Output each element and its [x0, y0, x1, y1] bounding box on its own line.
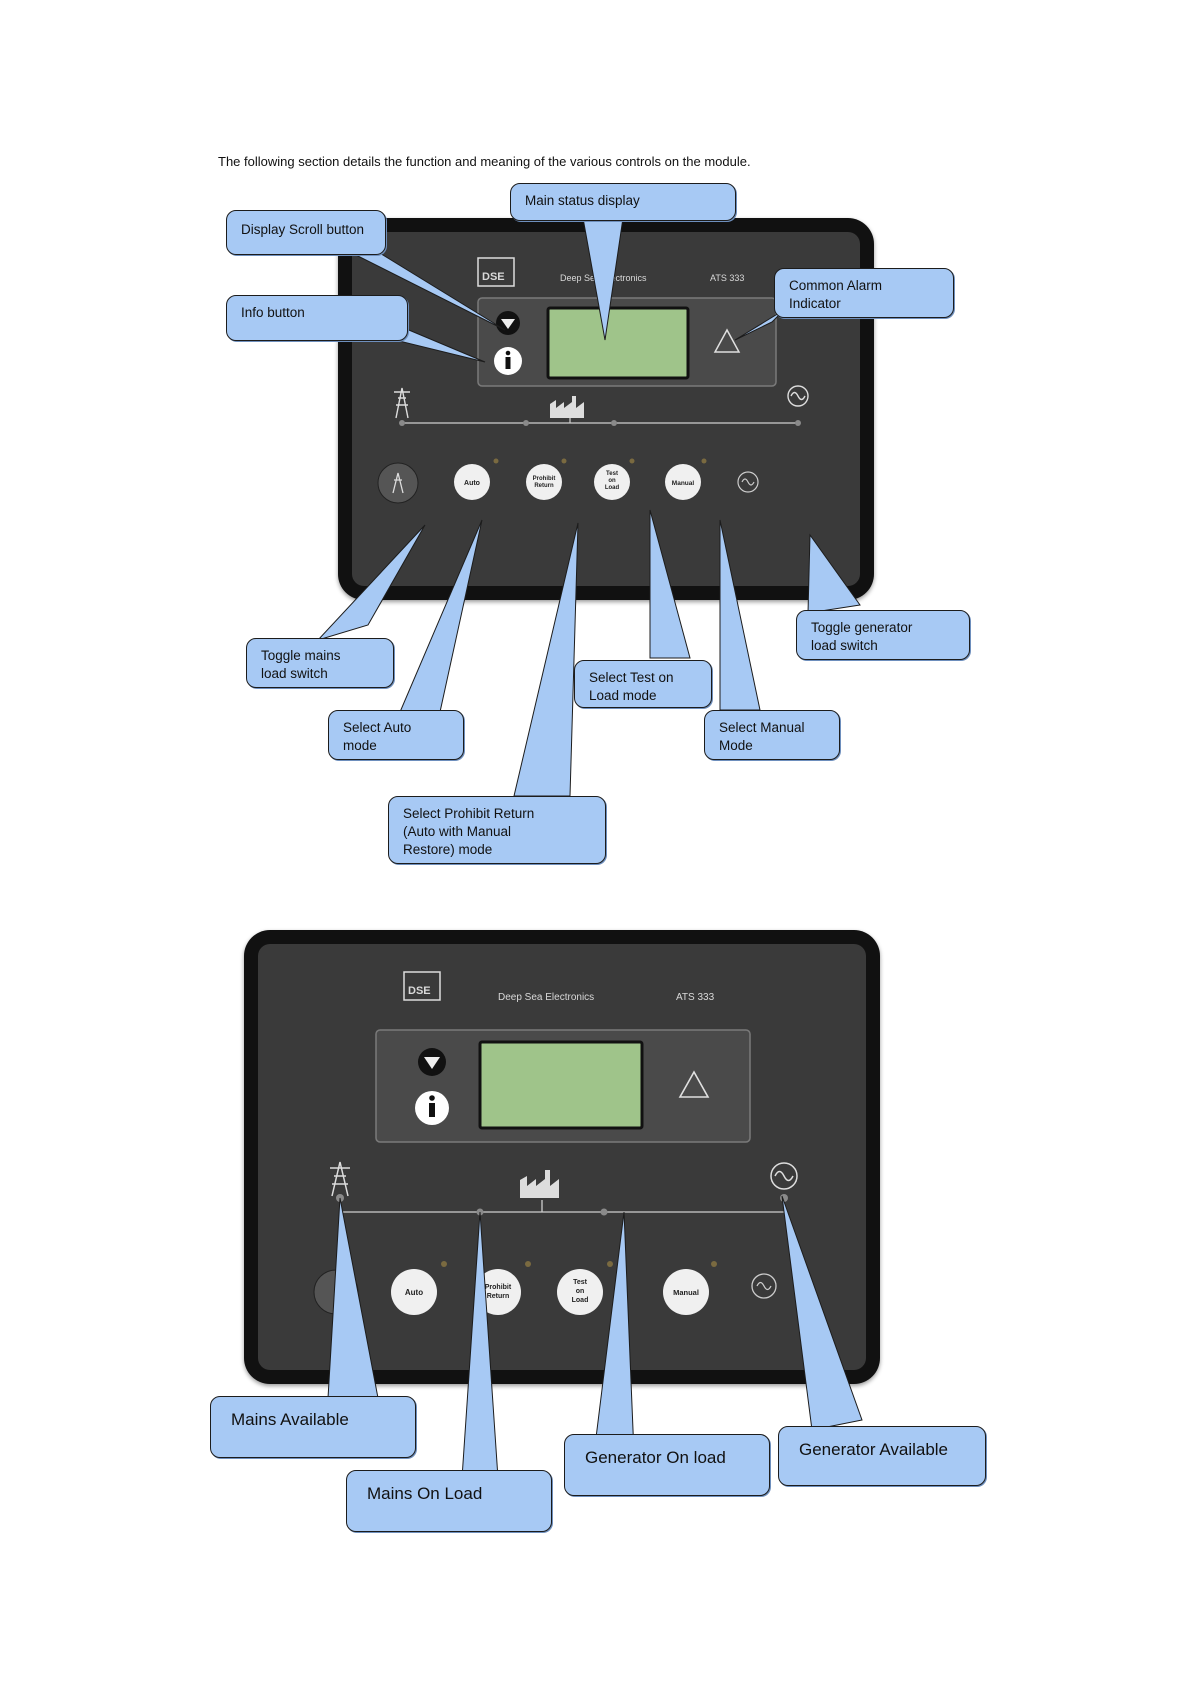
- callout-select-prohibit-return-mode: Select Prohibit Return (Auto with Manual…: [388, 796, 606, 864]
- module-photo-2: DSE Deep Sea Electronics ATS 333: [244, 930, 880, 1384]
- dse-logo: DSE: [477, 257, 515, 287]
- prohibit-return-button[interactable]: Prohibit Return: [475, 1269, 521, 1315]
- svg-text:Return: Return: [534, 483, 554, 489]
- lcd-display: [546, 306, 690, 380]
- callout-main-status-display: Main status display: [510, 183, 736, 221]
- mains-pylon-icon: [394, 387, 410, 419]
- svg-text:on: on: [576, 1288, 585, 1295]
- maker-text: Deep Sea Electronics: [560, 273, 647, 283]
- svg-text:Load: Load: [572, 1297, 589, 1304]
- test-on-load-button[interactable]: Test on Load: [557, 1269, 603, 1315]
- callout-display-scroll-button: Display Scroll button: [226, 210, 386, 255]
- brand-text: DSE: [408, 985, 431, 997]
- svg-text:Return: Return: [487, 1293, 510, 1300]
- svg-text:Manual: Manual: [672, 480, 695, 487]
- info-icon[interactable]: [415, 1091, 449, 1125]
- brand-text: DSE: [482, 271, 505, 283]
- svg-text:Load: Load: [605, 485, 620, 491]
- auto-button[interactable]: Auto: [391, 1269, 437, 1315]
- scroll-down-icon[interactable]: [418, 1048, 446, 1076]
- intro-text: The following section details the functi…: [218, 154, 751, 169]
- callout-select-manual-mode: Select Manual Mode: [704, 710, 840, 760]
- mains-toggle-button[interactable]: [377, 462, 419, 504]
- svg-text:Auto: Auto: [405, 1288, 423, 1297]
- mains-toggle-button[interactable]: [313, 1269, 359, 1315]
- callout-mains-on-load: Mains On Load: [346, 1470, 552, 1532]
- alarm-triangle-icon: [678, 1070, 710, 1098]
- lcd-display: [478, 1040, 644, 1130]
- callout-info-button: Info button: [226, 295, 408, 341]
- maker-text: Deep Sea Electronics: [498, 992, 594, 1003]
- load-factory-icon: [520, 1170, 559, 1198]
- callout-generator-on-load: Generator On load: [564, 1434, 770, 1496]
- mains-pylon-icon: [330, 1161, 350, 1197]
- callout-generator-available: Generator Available: [778, 1426, 986, 1486]
- test-on-load-button[interactable]: Test on Load: [594, 464, 630, 500]
- callout-toggle-mains-load-switch: Toggle mains load switch: [246, 638, 394, 688]
- generator-toggle-button[interactable]: [737, 471, 759, 493]
- svg-text:Auto: Auto: [464, 480, 480, 487]
- callout-select-auto-mode: Select Auto mode: [328, 710, 464, 760]
- alarm-triangle-icon: [713, 328, 741, 353]
- auto-button[interactable]: Auto: [454, 464, 490, 500]
- callout-mains-available: Mains Available: [210, 1396, 416, 1458]
- model-text: ATS 333: [676, 992, 715, 1003]
- manual-button[interactable]: Manual: [665, 464, 701, 500]
- callout-toggle-generator-load-switch: Toggle generator load switch: [796, 610, 970, 660]
- generator-toggle-button[interactable]: [751, 1273, 777, 1299]
- dse-logo: DSE: [403, 971, 441, 1001]
- svg-text:Test: Test: [573, 1279, 588, 1286]
- prohibit-return-button[interactable]: Prohibit Return: [526, 464, 562, 500]
- generator-sine-icon: [787, 385, 809, 407]
- svg-text:Prohibit: Prohibit: [533, 476, 556, 482]
- svg-text:on: on: [608, 478, 616, 484]
- manual-button[interactable]: Manual: [663, 1269, 709, 1315]
- svg-text:Prohibit: Prohibit: [485, 1284, 512, 1291]
- scroll-down-icon[interactable]: [496, 311, 520, 335]
- svg-text:Test: Test: [606, 471, 618, 477]
- generator-sine-icon: [770, 1162, 798, 1190]
- svg-text:Manual: Manual: [673, 1288, 699, 1297]
- callout-common-alarm-indicator: Common Alarm Indicator: [774, 268, 954, 318]
- model-text: ATS 333: [710, 273, 744, 283]
- load-factory-icon: [550, 396, 584, 418]
- info-icon[interactable]: [494, 347, 522, 375]
- callout-select-test-on-load-mode: Select Test on Load mode: [574, 660, 712, 708]
